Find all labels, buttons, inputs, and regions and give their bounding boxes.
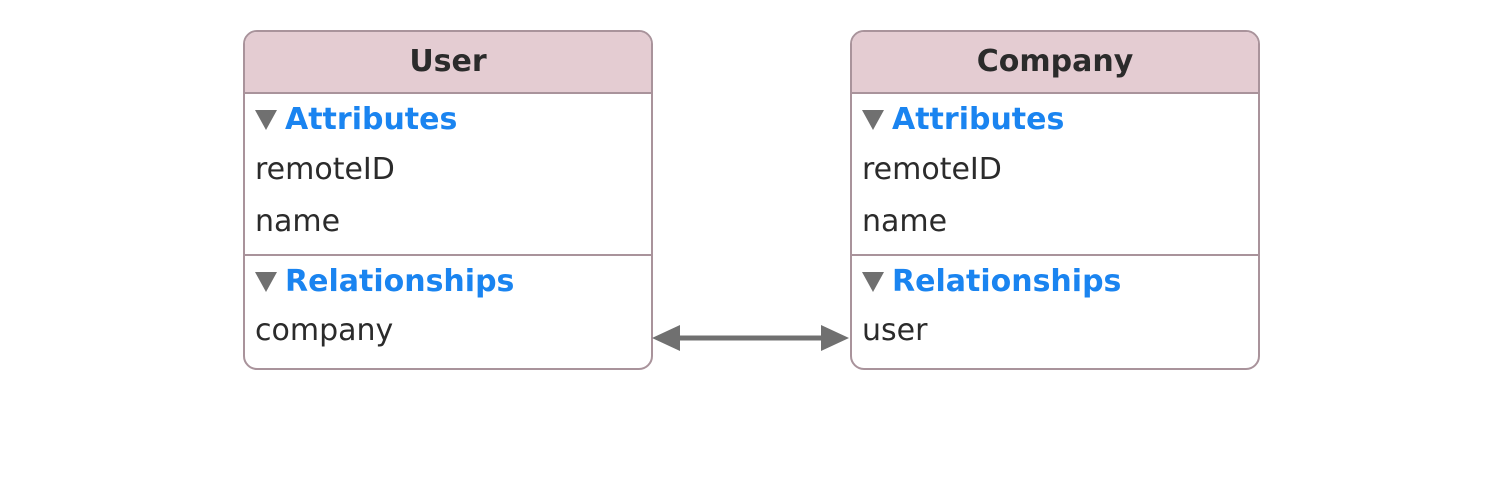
disclosure-triangle-icon[interactable] [255,110,277,130]
relationships-header[interactable]: Relationships [852,256,1258,306]
attributes-section: Attributes remoteID name [852,94,1258,248]
attribute-item[interactable]: name [862,204,948,239]
relationship-item[interactable]: user [862,313,928,348]
disclosure-triangle-icon[interactable] [255,272,277,292]
entity-user[interactable]: User Attributes remoteID name Relationsh… [243,30,653,370]
arrowhead-right-icon [821,325,849,351]
relationships-header[interactable]: Relationships [245,256,651,306]
attribute-item[interactable]: remoteID [255,152,395,187]
arrowhead-left-icon [652,325,680,351]
attributes-section: Attributes remoteID name [245,94,651,248]
disclosure-triangle-icon[interactable] [862,272,884,292]
relationships-section: Relationships company [245,256,651,356]
relationships-section: Relationships user [852,256,1258,356]
relationships-label: Relationships [892,263,1122,299]
attributes-header[interactable]: Attributes [245,94,651,144]
relationship-item[interactable]: company [255,313,394,348]
section-divider [852,254,1258,256]
entity-title[interactable]: Company [852,32,1258,94]
attributes-header[interactable]: Attributes [852,94,1258,144]
disclosure-triangle-icon[interactable] [862,110,884,130]
attributes-label: Attributes [285,101,458,137]
entity-title[interactable]: User [245,32,651,94]
attributes-label: Attributes [892,101,1065,137]
section-divider [245,254,651,256]
entity-company[interactable]: Company Attributes remoteID name Relatio… [850,30,1260,370]
attribute-item[interactable]: remoteID [862,152,1002,187]
attribute-item[interactable]: name [255,204,341,239]
relationships-label: Relationships [285,263,515,299]
